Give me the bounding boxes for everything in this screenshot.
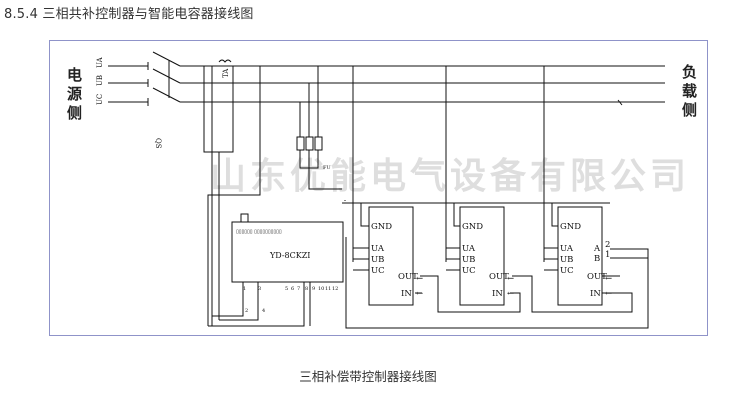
section-heading: 8.5.4 三相共补控制器与智能电容器接线图 <box>4 7 254 22</box>
svg-text:10: 10 <box>318 286 324 292</box>
load-label-char: 载 <box>682 82 697 100</box>
bus-bars <box>180 65 665 106</box>
input-label-ua: UA <box>371 244 385 254</box>
input-label-uc: UC <box>560 266 574 276</box>
capacitor-box <box>368 206 414 306</box>
controller-box <box>231 221 344 283</box>
svg-text:11: 11 <box>325 286 331 292</box>
input-label-ub: UB <box>560 255 573 265</box>
in-label: IN <box>401 289 412 299</box>
source-label-char: 电 <box>67 66 82 84</box>
breaker-switch <box>108 51 181 106</box>
out-label: OUT <box>489 272 509 282</box>
svg-text:4: 4 <box>262 308 265 314</box>
load-label-char: 负 <box>682 63 697 81</box>
input-label-uc: UC <box>371 266 385 276</box>
svg-text:12: 12 <box>332 286 338 292</box>
comm-label-a: A <box>593 244 601 254</box>
load-side-label: 负 载 侧 <box>682 63 697 119</box>
phase-label-uc: UC <box>96 94 104 105</box>
diagram-frame <box>49 40 708 336</box>
watermark-text: 山东优能电气设备有限公司 <box>210 156 690 197</box>
controller-model: YD-8CKZI <box>269 251 310 260</box>
in-arrow-icon: ← <box>605 289 612 299</box>
in-arrow-icon: ← <box>416 289 423 299</box>
input-label-uc: UC <box>462 266 476 276</box>
out-label: OUT <box>587 272 607 282</box>
out-arrow-icon: ← <box>605 274 612 284</box>
input-label-ub: UB <box>462 255 475 265</box>
controller-terminals: 1 3 5 6 7 8 9 10 11 12 2 4 <box>243 286 338 314</box>
comm-label-b: B <box>594 254 600 264</box>
input-label-ua: UA <box>462 244 476 254</box>
comm-terminal-2: 2 <box>605 240 610 250</box>
out-arrow-icon: ← <box>416 274 423 284</box>
fuse-label: FU <box>323 165 331 171</box>
load-label-char: 侧 <box>682 101 697 119</box>
out-arrow-icon: ← <box>507 274 514 284</box>
svg-text:3: 3 <box>258 286 261 292</box>
fuse-block <box>296 66 346 201</box>
svg-text:2: 2 <box>245 308 248 314</box>
phase-label-ub: UB <box>96 75 104 86</box>
capacitor-group: GNDUAUBUCOUTIN←←GNDUAUBUCOUTIN←←GNDUAUBU… <box>353 203 612 306</box>
svg-text:9: 9 <box>312 286 315 292</box>
svg-text:5: 5 <box>285 286 288 292</box>
gnd-label: GND <box>462 222 483 232</box>
svg-text:1: 1 <box>243 286 246 292</box>
out-label: OUT <box>398 272 418 282</box>
capacitor-feeds <box>342 66 610 262</box>
diagram-caption: 三相补偿带控制器接线图 <box>299 369 437 384</box>
signal-chain <box>345 237 649 329</box>
capacitor-box <box>459 206 505 306</box>
svg-text:6: 6 <box>291 286 294 292</box>
comm-terminal-1: 1 <box>605 250 610 260</box>
gnd-label: GND <box>371 222 392 232</box>
source-label-char: 侧 <box>67 104 82 122</box>
input-label-ub: UB <box>371 255 384 265</box>
in-arrow-icon: ← <box>507 289 514 299</box>
input-label-ua: UA <box>560 244 574 254</box>
svg-text:8: 8 <box>305 286 308 292</box>
gnd-label: GND <box>560 222 581 232</box>
phase-label-ua: UA <box>96 56 104 68</box>
in-label: IN <box>590 289 601 299</box>
source-side-label: 电 源 侧 <box>67 66 82 122</box>
in-label: IN <box>492 289 503 299</box>
controller-top-terminals: ▯▯▯▯▯▯ ▯▯▯▯▯▯▯▯▯▯ <box>236 229 282 235</box>
controller-taps <box>207 66 261 326</box>
controller-unit: ▯▯▯▯▯▯ ▯▯▯▯▯▯▯▯▯▯ YD-8CKZI 1 3 5 6 7 8 9… <box>208 213 344 327</box>
capacitor-box <box>557 206 603 306</box>
svg-text:7: 7 <box>297 286 300 292</box>
ct-label: TA <box>222 68 230 78</box>
source-label-char: 源 <box>67 85 82 103</box>
breaker-label: QS <box>154 138 162 149</box>
